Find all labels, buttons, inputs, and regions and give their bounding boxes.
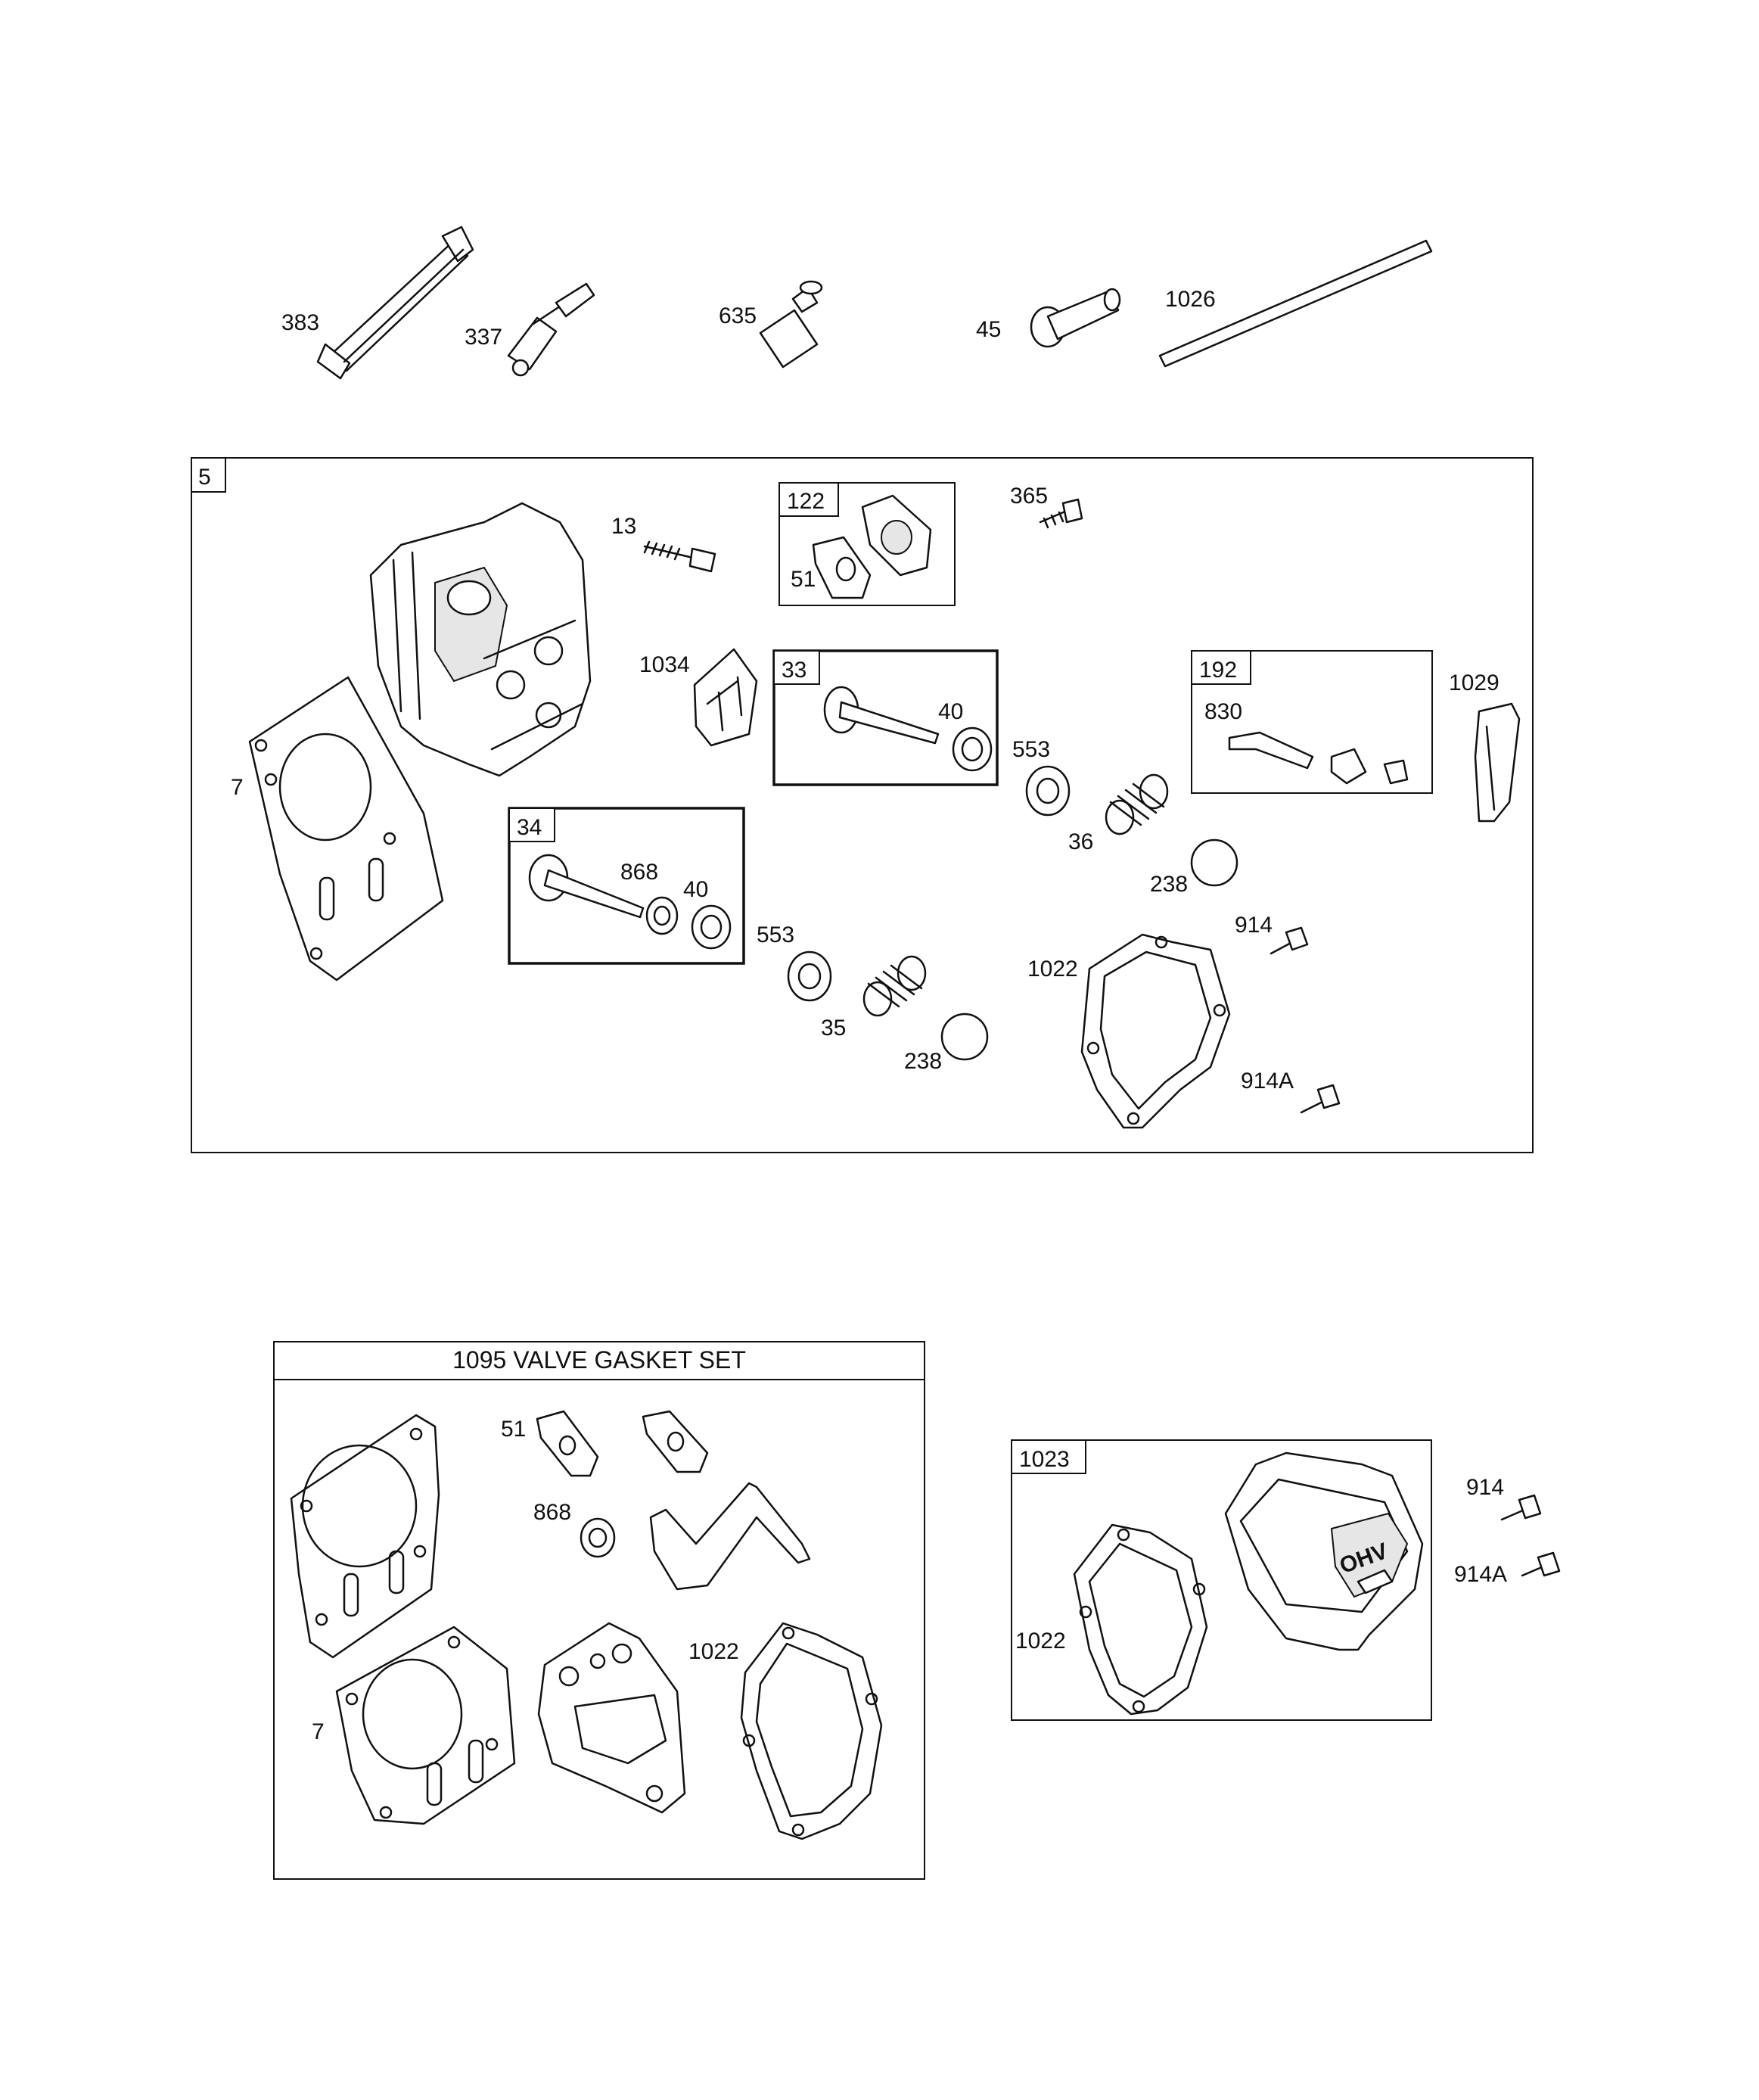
push-rod-1026 (1158, 239, 1433, 368)
head-bolt-13 (643, 540, 716, 573)
label-1029: 1029 (1449, 670, 1500, 695)
label-51-set: 51 (501, 1417, 526, 1442)
label-40-a: 40 (938, 699, 963, 724)
group-33-exhaust-valve: 33 40 (772, 649, 999, 786)
label-553-a: 553 (1012, 737, 1050, 762)
valve-cap-238-b (940, 1013, 989, 1061)
label-914-b: 914 (1466, 1475, 1504, 1500)
screw-914A-a (1300, 1084, 1341, 1114)
label-40-b: 40 (683, 877, 708, 902)
screw-914-a (1270, 926, 1309, 955)
label-914A-a: 914A (1241, 1069, 1294, 1094)
label-1023: 1023 (1019, 1447, 1070, 1472)
label-238-b: 238 (904, 1049, 942, 1074)
head-gasket-7 (248, 676, 444, 982)
spring-retainer-553-a (1025, 765, 1071, 817)
spark-plug-wrench-383 (316, 226, 474, 380)
label-45: 45 (976, 317, 1001, 342)
label-868-set: 868 (533, 1500, 571, 1525)
cylinder-head (369, 502, 592, 777)
rocker-arm-1029 (1474, 702, 1521, 823)
label-1022-main: 1022 (1027, 957, 1078, 982)
cover-gasket-1022-main (1080, 933, 1231, 1129)
cover-gasket-1022-set (740, 1622, 883, 1840)
label-868-main: 868 (620, 860, 658, 885)
valve-cap-238-a (1190, 838, 1238, 887)
valve-guide-45 (1030, 288, 1121, 348)
label-122: 122 (787, 489, 825, 514)
cover-gasket-1022-kit (1073, 1523, 1208, 1716)
label-1022-set: 1022 (688, 1639, 739, 1664)
valve-cover: OHV (1224, 1451, 1424, 1651)
label-51-main: 51 (791, 567, 816, 592)
label-33: 33 (782, 658, 806, 683)
group-122-intake: 122 51 (778, 482, 956, 606)
breather-valve-635 (759, 280, 823, 369)
label-635: 635 (719, 303, 757, 328)
label-13: 13 (611, 514, 636, 539)
group-1023-valve-cover: 1023 1022 OHV (1011, 1439, 1432, 1721)
label-7-set: 7 (312, 1719, 325, 1744)
group-192-rocker-stud: 192 830 (1191, 650, 1433, 794)
label-36: 36 (1068, 829, 1093, 854)
label-34: 34 (517, 815, 542, 840)
label-238-a: 238 (1150, 872, 1188, 897)
label-5: 5 (198, 465, 211, 490)
label-553-b: 553 (757, 922, 794, 947)
spring-retainer-553-b (787, 950, 832, 1002)
group-34-intake-valve: 34 868 40 (508, 807, 745, 965)
label-830: 830 (1204, 699, 1242, 724)
label-192: 192 (1199, 658, 1237, 683)
valve-spring-36 (1105, 773, 1169, 835)
valve-seal-868-set (580, 1517, 616, 1558)
label-914A-b: 914A (1454, 1562, 1507, 1587)
valve-spring-35 (862, 955, 927, 1017)
screw-914A-b (1521, 1551, 1561, 1577)
label-337: 337 (465, 325, 502, 350)
label-914-a: 914 (1235, 913, 1273, 938)
group-5-cylinder-head: 5 7 13 (191, 457, 1534, 1153)
label-1022-kit: 1022 (1015, 1629, 1066, 1654)
head-gasket-set-a (290, 1414, 440, 1659)
intake-gasket-51-set (536, 1410, 709, 1477)
stud-365 (1039, 498, 1083, 529)
spark-plug-337 (507, 282, 595, 377)
group-1095-valve-gasket-set: 1095 VALVE GASKET SET 7 (273, 1341, 925, 1880)
label-7-main: 7 (231, 775, 244, 800)
exhaust-gasket-set (649, 1482, 811, 1591)
label-1026: 1026 (1165, 287, 1216, 312)
gasket-set-title: 1095 VALVE GASKET SET (452, 1346, 746, 1374)
rocker-plate-1034 (693, 648, 758, 747)
screw-914-b (1500, 1494, 1542, 1521)
breather-gasket-set (537, 1622, 686, 1814)
label-383: 383 (281, 310, 319, 335)
label-35: 35 (821, 1016, 846, 1041)
head-gasket-set-7 (335, 1626, 516, 1825)
label-1034: 1034 (639, 652, 690, 677)
label-365: 365 (1010, 484, 1048, 509)
